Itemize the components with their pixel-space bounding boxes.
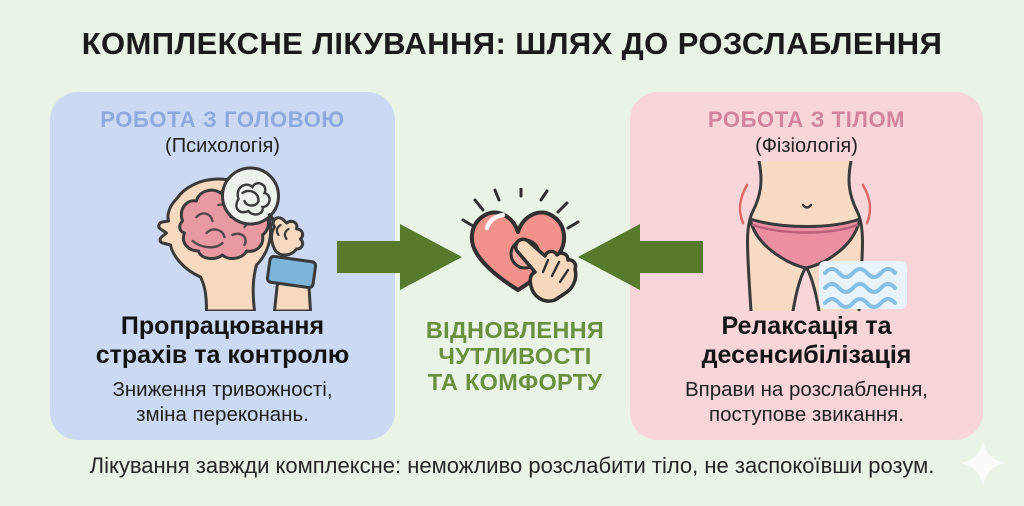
psychology-panel-subheading: (Психологія) bbox=[165, 135, 280, 157]
right-to-center-arrow-icon bbox=[578, 224, 703, 290]
relaxation-waves-icon bbox=[818, 261, 907, 309]
physiology-panel-desc: Вправи на розслаблення, поступове звикан… bbox=[685, 377, 928, 427]
heart-touch-illustration bbox=[455, 186, 585, 318]
psychology-panel-heading: РОБОТА З ГОЛОВОЮ bbox=[100, 107, 345, 132]
center-text-line1: ВІДНОВЛЕННЯ bbox=[425, 317, 605, 343]
underwear-icon bbox=[748, 217, 861, 270]
rays-icon bbox=[461, 186, 580, 230]
physiology-panel-title: Релаксація та десенсибілізація bbox=[702, 312, 912, 370]
tension-lines-icon bbox=[738, 183, 871, 225]
pointing-hand-icon bbox=[513, 237, 578, 303]
footer-caption: Лікування завжди комплексне: неможливо р… bbox=[89, 453, 935, 478]
center-result-text: ВІДНОВЛЕННЯ ЧУТЛИВОСТІ ТА КОМФОРТУ bbox=[398, 317, 632, 395]
body-illustration bbox=[702, 159, 912, 313]
holding-hand-icon bbox=[265, 216, 318, 313]
physiology-title-line1: Релаксація та bbox=[721, 312, 892, 340]
psychology-title-line1: Пропрацювання bbox=[120, 312, 325, 340]
physiology-title-line2: десенсибілізація bbox=[701, 341, 912, 369]
left-to-center-arrow-icon bbox=[337, 224, 462, 290]
psychology-desc-line2: зміна переконань. bbox=[136, 403, 309, 426]
center-text-line3: ТА КОМФОРТУ bbox=[427, 369, 603, 395]
psychology-panel-title: Пропрацювання страхів та контролю bbox=[96, 312, 350, 370]
physiology-panel-heading: РОБОТА З ТІЛОМ bbox=[707, 107, 906, 132]
psychology-panel-desc: Зниження тривожності, зміна переконань. bbox=[112, 377, 332, 427]
head-brain-illustration bbox=[115, 161, 330, 313]
physiology-desc-line1: Вправи на розслаблення, bbox=[684, 378, 928, 401]
physiology-panel-subheading: (Фізіологія) bbox=[755, 135, 858, 157]
center-text-line2: ЧУТЛИВОСТІ bbox=[438, 343, 592, 369]
psychology-desc-line1: Зниження тривожності, bbox=[112, 378, 333, 401]
sparkle-icon bbox=[960, 440, 1006, 486]
page-title: КОМПЛЕКСНЕ ЛІКУВАННЯ: ШЛЯХ ДО РОЗСЛАБЛЕН… bbox=[81, 26, 943, 61]
physiology-desc-line2: поступове звикання. bbox=[709, 403, 904, 426]
psychology-title-line2: страхів та контролю bbox=[95, 341, 350, 369]
